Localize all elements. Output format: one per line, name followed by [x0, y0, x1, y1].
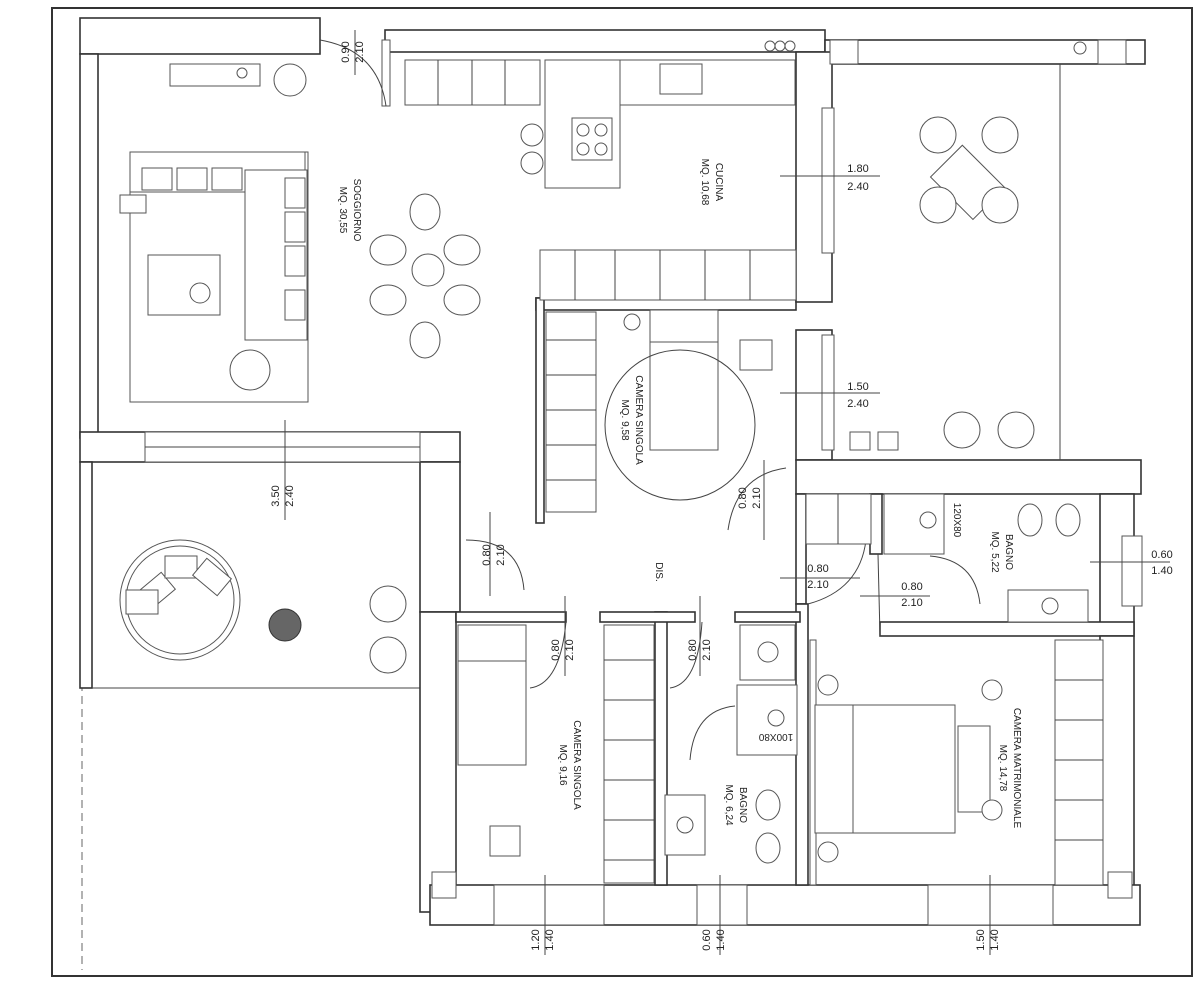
bagno-2-area: MQ. 6,24 — [723, 784, 734, 826]
bagno1-door-a-width: 0.80 — [807, 563, 828, 575]
bagno1-window-height: 1.40 — [1151, 565, 1172, 577]
camera-singola-2-furniture — [431, 624, 655, 899]
bagno1-door-b-height: 2.10 — [901, 597, 922, 609]
bagno2-door-height: 2.10 — [701, 639, 713, 660]
bagno2-window-width: 0.60 — [701, 929, 713, 950]
bagno1-door-a-height: 2.10 — [807, 579, 828, 591]
cucina-name: CUCINA — [713, 163, 724, 202]
living-door-height: 2.10 — [495, 544, 507, 565]
terrace-right-furniture — [829, 39, 1127, 460]
camera1-window-width: 1.50 — [847, 381, 868, 393]
camera-singola-1-name: CAMERA SINGOLA — [633, 375, 644, 465]
entry-door-height: 2.10 — [354, 41, 366, 62]
camera1-window-height: 2.40 — [847, 398, 868, 410]
camera-matrimoniale-furniture — [809, 639, 1133, 899]
shower-1-label: 120X80 — [951, 503, 962, 538]
dimension-lines — [284, 30, 1170, 955]
living-door-width: 0.80 — [481, 544, 493, 565]
bagno1-door-b-width: 0.80 — [901, 581, 922, 593]
camera-singola-1-furniture — [545, 309, 773, 513]
cucina-area: MQ. 10,68 — [699, 159, 710, 206]
camera-singola-1-area: MQ. 9,58 — [619, 399, 630, 441]
camera-singola-2-name: CAMERA SINGOLA — [571, 720, 582, 810]
matrimoniale-window-width: 1.50 — [975, 929, 987, 950]
bagno-1-furniture — [805, 493, 1089, 637]
camera-matrimoniale-name: CAMERA MATRIMONIALE — [1011, 708, 1022, 829]
dimension-labels: 0.90 2.10 1.80 2.40 1.50 2.40 3.50 2.40 … — [270, 41, 1173, 950]
bagno-2-furniture — [664, 624, 798, 864]
living-window-height: 2.40 — [284, 485, 296, 506]
bagno1-window-width: 0.60 — [1151, 549, 1172, 561]
room-labels: SOGGIORNO MQ. 30,55 CUCINA MQ. 10,68 CAM… — [337, 159, 1022, 829]
entry-door-width: 0.90 — [340, 41, 352, 62]
camera-matrimoniale-area: MQ. 14,78 — [997, 745, 1008, 792]
camera-singola-2-area: MQ. 9,16 — [557, 744, 568, 786]
bagno2-window-height: 1.40 — [715, 929, 727, 950]
bagno-1-area: MQ. 5,22 — [989, 531, 1000, 573]
living-furniture — [119, 63, 481, 403]
soggiorno-name: SOGGIORNO — [351, 179, 362, 242]
page-border — [51, 7, 1193, 977]
living-window-width: 3.50 — [270, 485, 282, 506]
camera2-window-height: 1.40 — [544, 929, 556, 950]
terrace-left-furniture — [119, 539, 407, 674]
disimpegno-name: DIS. — [653, 562, 664, 581]
bagno2-door-width: 0.80 — [687, 639, 699, 660]
kitchen-window-width: 1.80 — [847, 163, 868, 175]
camera1-door-height: 2.10 — [751, 487, 763, 508]
matrimoniale-window-height: 1.40 — [989, 929, 1001, 950]
camera2-window-width: 1.20 — [530, 929, 542, 950]
kitchen-furniture — [404, 40, 797, 301]
camera2-door-height: 2.10 — [564, 639, 576, 660]
bagno-2-name: BAGNO — [737, 787, 748, 823]
soggiorno-area: MQ. 30,55 — [337, 187, 348, 234]
kitchen-window-height: 2.40 — [847, 181, 868, 193]
shower-2-label: 100X80 — [758, 731, 793, 742]
walls — [79, 17, 1146, 926]
camera1-door-width: 0.80 — [737, 487, 749, 508]
bagno-1-name: BAGNO — [1003, 534, 1014, 570]
camera2-door-width: 0.80 — [550, 639, 562, 660]
door-swings — [319, 39, 981, 761]
